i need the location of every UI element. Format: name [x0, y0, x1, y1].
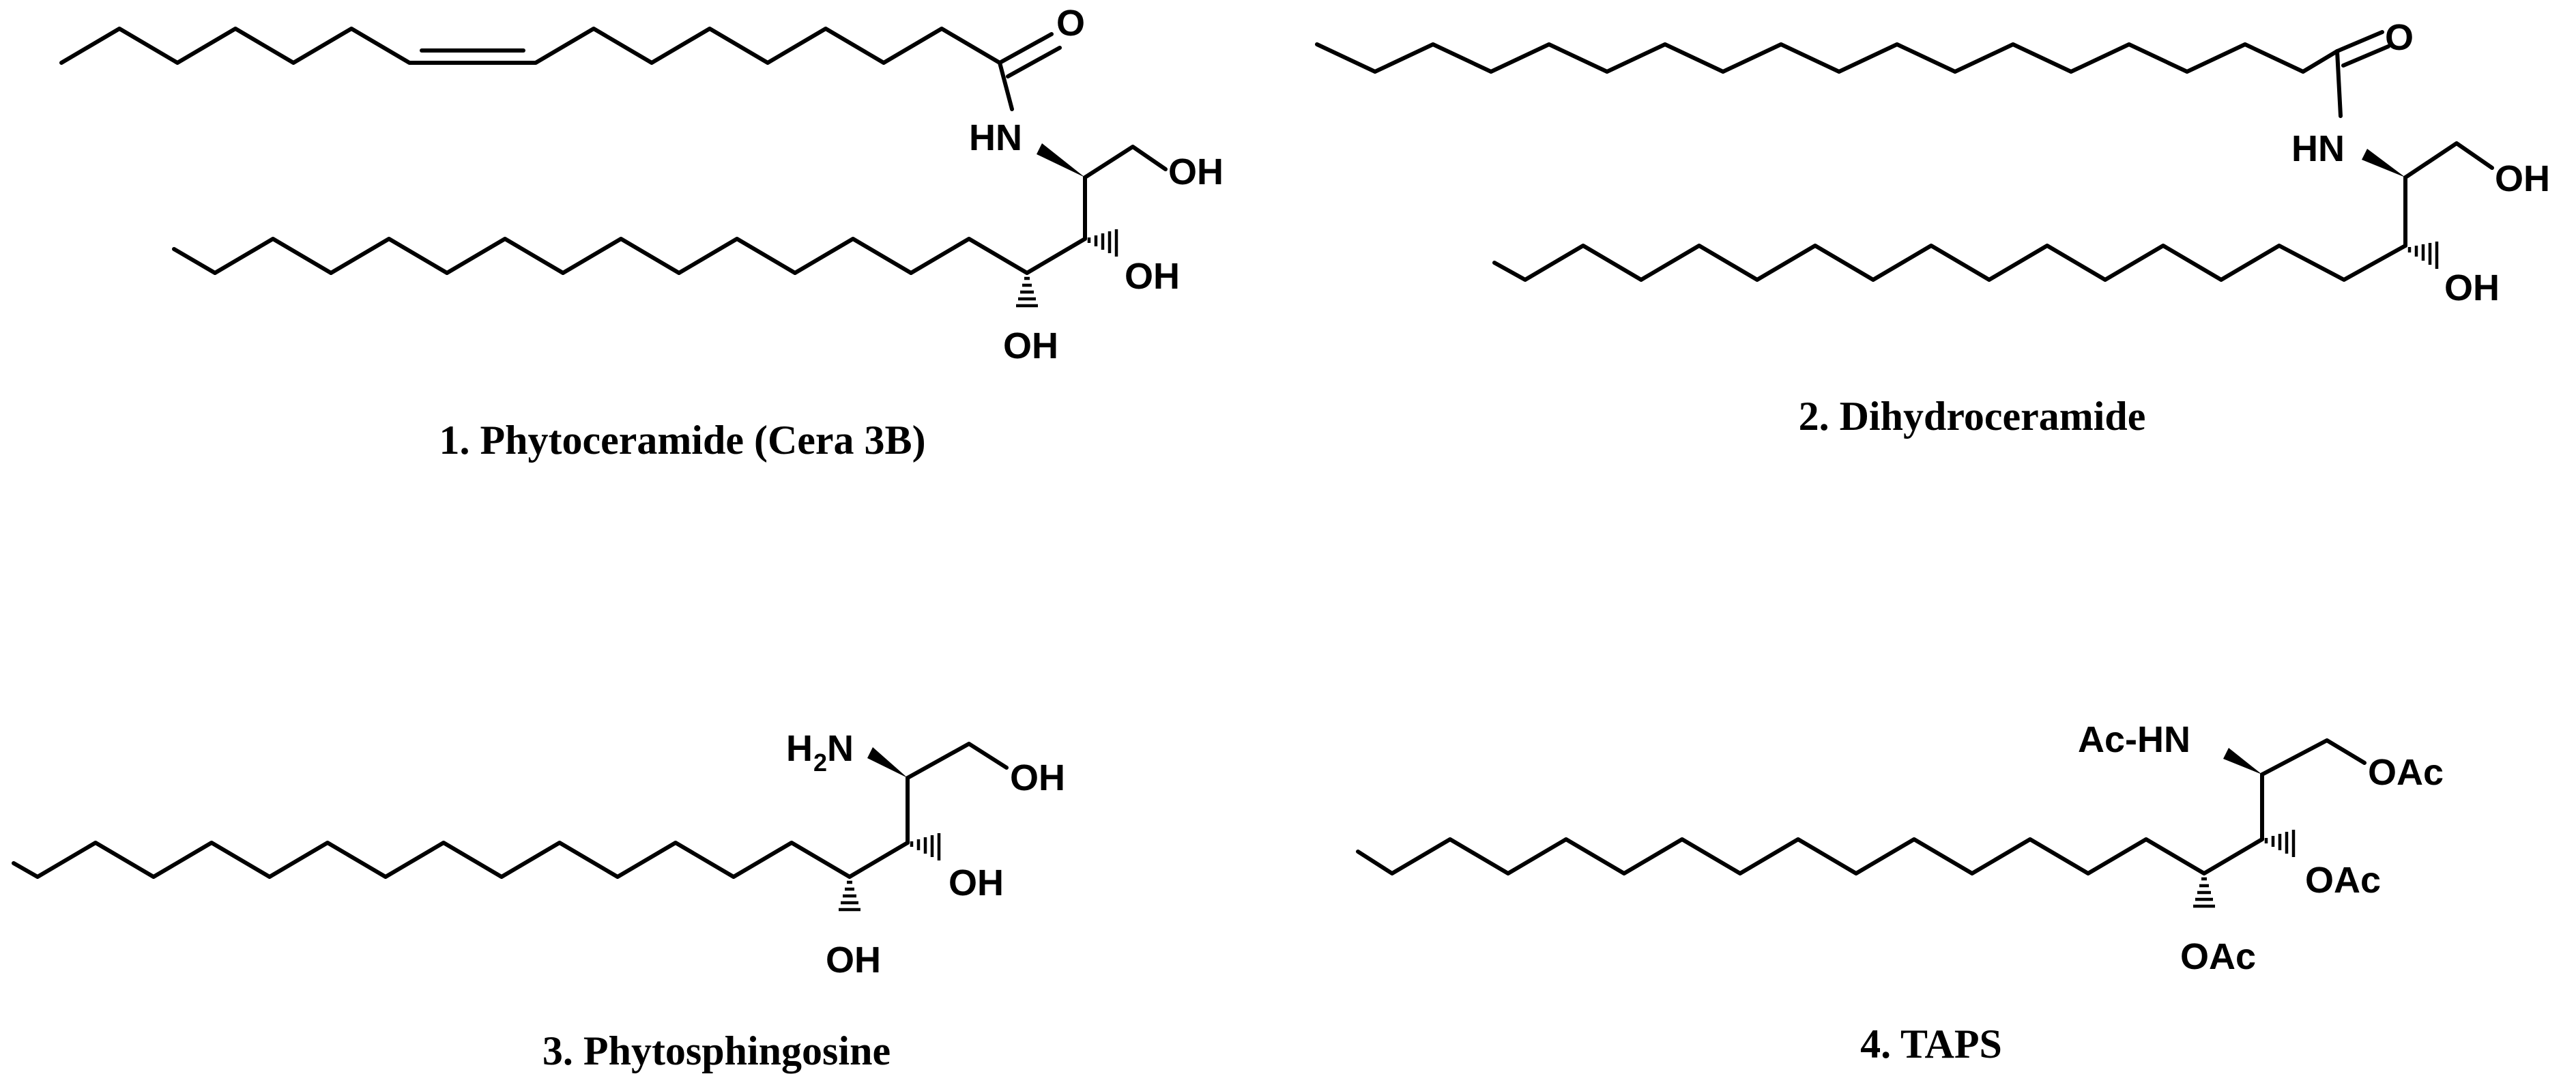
c3-acetoxy-label: OAc — [2305, 860, 2381, 901]
nh-wedge-bond — [1037, 143, 1085, 177]
c4-hashed-bond — [2193, 877, 2215, 908]
c4-hashed-bond — [1016, 276, 1038, 308]
caption-phytosphingosine: 3. Phytosphingosine — [542, 1028, 891, 1073]
primary-hydroxyl-label: OH — [2495, 158, 2550, 199]
carbonyl-bond — [2335, 30, 2384, 53]
c3-hashed-bond — [1087, 229, 1118, 257]
amine-n-label: N — [827, 728, 854, 769]
carbonyl-bond-second — [1006, 46, 1062, 78]
carbonyl-oxygen-label: O — [1056, 3, 1085, 44]
molecule-dihydroceramide: O HN OH OH 2. Dihydroceramide — [1315, 17, 2550, 439]
acetamide-label: Ac-HN — [2078, 719, 2190, 760]
sphingoid-chain-bonds — [172, 237, 1087, 275]
molecule-phytoceramide: O HN OH OH OH 1. Phytoceramide (Cera 3B) — [59, 3, 1224, 463]
amide-cn-bond — [2335, 49, 2343, 118]
acyl-chain-bonds — [1315, 42, 2339, 74]
amide-nh-label: HN — [2291, 128, 2345, 169]
sphingoid-backbone-bonds — [2403, 141, 2494, 179]
c4-hashed-bond — [839, 880, 860, 912]
primary-hydroxyl-label: OH — [1010, 757, 1065, 798]
sphingoid-backbone-bonds — [2260, 738, 2367, 777]
amine-nh2-label: H 2 N — [786, 728, 854, 777]
c3-hydroxyl-label: OH — [2444, 267, 2500, 308]
caption-taps: 4. TAPS — [1860, 1021, 2002, 1067]
sphingoid-chain-bonds — [12, 841, 910, 879]
amine-subscript-label: 2 — [813, 749, 827, 777]
sphingoid-backbone-bonds — [1083, 145, 1168, 179]
c3-hydroxyl-label: OH — [1125, 256, 1180, 297]
sphingoid-chain-bonds — [1356, 837, 2264, 875]
sphingoid-backbone-bonds — [906, 742, 1009, 780]
caption-phytoceramide: 1. Phytoceramide (Cera 3B) — [439, 418, 925, 463]
amide-nh-label: HN — [969, 117, 1022, 158]
amine-h-label: H — [786, 728, 813, 769]
carbonyl-oxygen-label: O — [2385, 17, 2414, 58]
carbonyl-bond — [998, 32, 1054, 65]
molecule-phytosphingosine: H 2 N OH OH OH 3. Phytosphingosine — [12, 728, 1065, 1073]
carbonyl-bond-second — [2341, 44, 2390, 68]
nh-wedge-bond — [2223, 748, 2262, 774]
c4-acetoxy-label: OAc — [2180, 936, 2256, 977]
primary-acetoxy-label: OAc — [2368, 752, 2444, 793]
c3-hydroxyl-label: OH — [949, 863, 1004, 903]
nh2-wedge-bond — [867, 747, 908, 778]
acyl-chain-bonds — [59, 27, 1002, 65]
c3-hashed-bond — [910, 833, 941, 860]
c4-hydroxyl-label: OH — [826, 940, 881, 981]
c4-hydroxyl-label: OH — [1003, 325, 1058, 366]
sphingoid-chain-bonds — [1492, 244, 2407, 282]
c3-hashed-bond — [2264, 830, 2296, 857]
c3-hashed-bond — [2407, 242, 2439, 269]
nh-wedge-bond — [2362, 149, 2405, 177]
primary-hydroxyl-label: OH — [1168, 151, 1224, 192]
caption-dihydroceramide: 2. Dihydroceramide — [1799, 394, 2146, 439]
amide-cn-bond — [998, 61, 1014, 111]
molecule-taps: Ac-HN OAc OAc OAc 4. TAPS — [1356, 719, 2444, 1067]
